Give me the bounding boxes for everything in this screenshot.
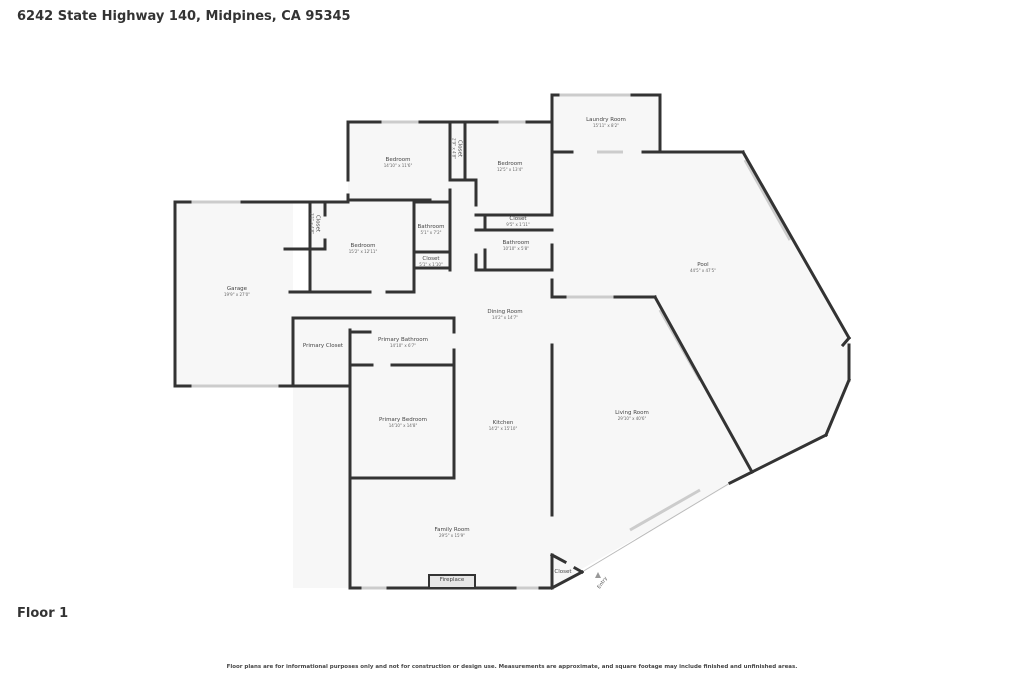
floor-area [293,290,552,588]
wall [749,432,829,475]
wall [549,552,568,565]
window [629,488,701,532]
fireplace [428,574,476,589]
wall [727,469,755,486]
wall [740,149,852,341]
entry-arrow-icon [595,572,601,578]
floor-area [552,95,660,152]
floor-area [414,180,552,292]
floor-area [175,202,293,386]
disclaimer: Floor plans are for informational purpos… [226,664,798,670]
room-closet-entry: Closet [554,569,572,575]
wall [572,565,585,575]
floor-area [310,202,414,292]
address-title: 6242 State Highway 140, Midpines, CA 953… [17,9,351,24]
wall [549,569,585,591]
sliding-door [581,482,731,573]
wall [824,378,851,437]
fireplace-label: Fireplace [439,577,465,583]
window [743,159,792,241]
wall [840,335,852,348]
wall [652,294,755,475]
floor-area [552,152,849,588]
floor-label: Floor 1 [17,606,69,621]
room-primary-closet: Primary Closet [302,343,344,349]
